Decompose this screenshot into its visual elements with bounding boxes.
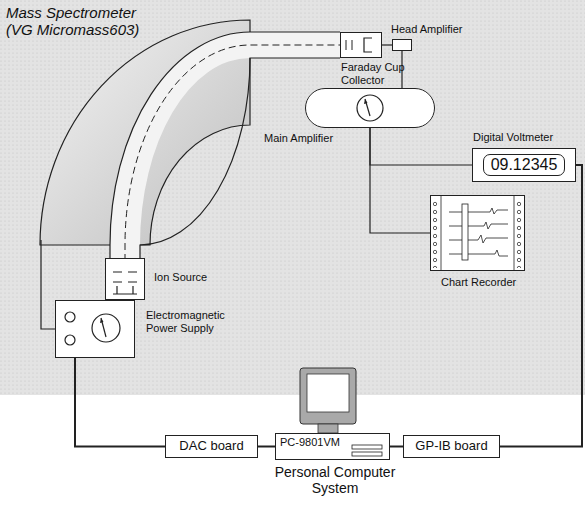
signal-wire [370,128,472,165]
box-text: GP-IB board [415,439,487,454]
monitor-stand [318,424,338,433]
sprocket-holes [516,198,522,268]
meter-needle [101,318,106,337]
component-label: Chart Recorder [441,276,516,289]
box-ground [472,148,576,182]
component-box: DAC board [165,435,258,458]
signal-wire [382,45,392,46]
component-box: Electromagnetic Power Supply [55,300,135,358]
drive-slot [352,445,382,449]
background-tint [0,0,585,395]
component-label: Digital Voltmeter [473,131,553,144]
component-label: Ion Source [154,271,207,284]
faraday-cup [364,38,372,52]
component-box: Ion Source [105,258,145,300]
wire-line [390,446,403,448]
wire-line [382,44,392,45]
signal-wire [390,446,403,447]
component-box: GP-IB board [403,435,500,458]
signal-wire [75,358,165,447]
component-box: Faraday Cup Collector [340,32,382,58]
monitor-screen [307,374,349,412]
wire-line [370,128,430,233]
box-text: 09.12345 [483,154,566,176]
wire-line [75,358,165,447]
tube-wall [140,58,340,258]
component-box: Chart Recorder [430,195,525,271]
meter-arrowhead [364,99,368,104]
knob [65,312,75,322]
component-box: Head Amplifier [392,39,412,51]
meter-dial [357,95,383,121]
wire-line [500,165,582,447]
magnet-wire [41,240,55,329]
component-label: Faraday Cup Collector [341,61,423,86]
meter-arrowhead [100,318,104,323]
ion-source-electrodes [113,272,137,294]
box-text: DAC board [179,439,243,454]
wire-line [370,128,472,165]
wire-line [258,446,275,448]
pen-holder [462,204,468,260]
drive-slot [352,452,382,456]
signal-wire [500,165,582,447]
box-ground [55,300,135,358]
component-label: Head Amplifier [391,23,463,36]
signal-wire [370,128,430,233]
signal-wire [258,446,275,447]
tube-wall [110,32,340,258]
system-label: Personal Computer System [250,464,420,496]
component-label: Main Amplifier [264,132,333,145]
meter-needle [365,99,370,116]
sprocket-holes [433,198,439,268]
box-ground [430,195,525,271]
component-box: Main Amplifier [305,88,435,128]
box-ground [305,88,435,128]
component-box: PC-9801VM [275,433,390,460]
instrument-title: Mass Spectrometer (VG Micromass603) [6,4,154,39]
knob [65,335,75,345]
ion-beam [125,45,366,272]
paper-edge [441,195,514,271]
cup-entry [346,40,352,50]
box-ground [105,258,145,300]
box-ground [392,39,412,51]
component-box: Digital Voltmeter09.12345 [472,148,576,182]
flight-tube [110,32,340,258]
meter-dial [92,314,120,342]
component-label: Electromagnetic Power Supply [146,309,236,334]
monitor [300,368,356,424]
chart-traces [449,208,508,256]
box-ground [340,32,382,58]
component-label: PC-9801VM [280,436,340,449]
